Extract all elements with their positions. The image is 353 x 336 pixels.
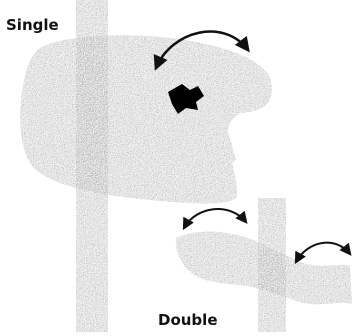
double-rotation-arrow-left-icon <box>184 209 246 228</box>
single-label: Single <box>6 18 59 33</box>
double-label: Double <box>158 313 218 328</box>
single-clamp <box>20 35 272 203</box>
double-rotation-arrow-right-icon <box>296 243 350 262</box>
